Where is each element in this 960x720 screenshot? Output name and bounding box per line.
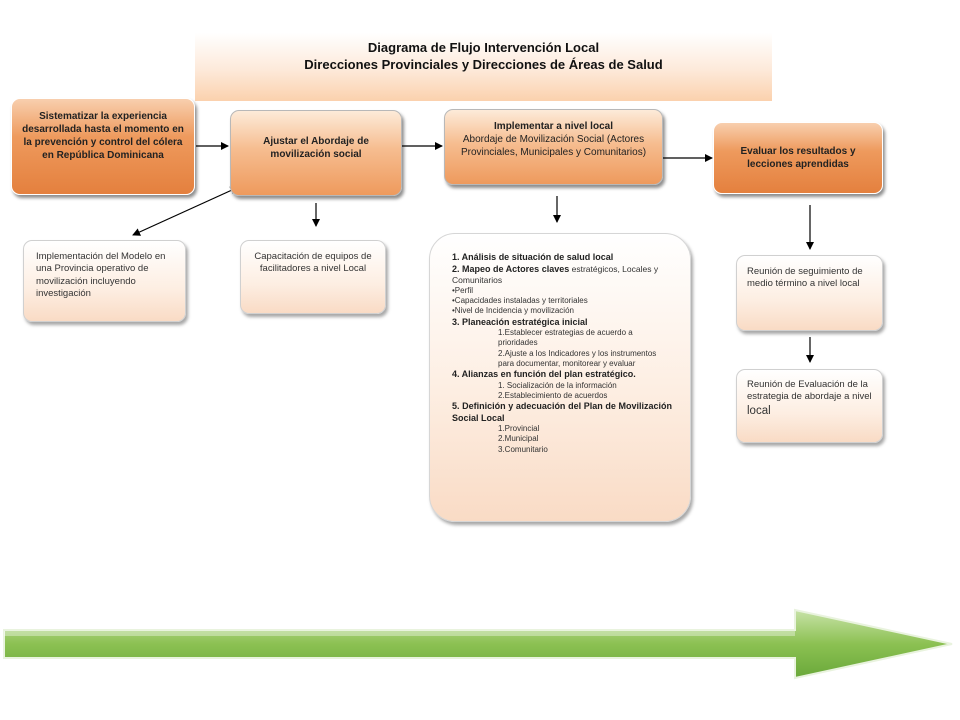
plan-item-1: 1. Análisis de situación de salud local: [452, 252, 614, 262]
plan-bullet-incidencia: •Nivel de Incidencia y movilización: [452, 306, 574, 316]
step-sistematizar-text: Sistematizar la experiencia desarrollada…: [22, 111, 184, 161]
step-ajustar-abordaje: Ajustar el Abordaje de movilización soci…: [230, 110, 402, 196]
plan-bullet-capacidades: •Capacidades instaladas y territoriales: [452, 296, 588, 306]
box-capacitacion-text: Capacitación de equipos de facilitadores…: [254, 251, 372, 275]
plan-list-box: 1. Análisis de situación de salud local …: [429, 233, 691, 522]
plan-item-2-title: 2. Mapeo de Actores claves: [452, 263, 570, 274]
plan-item-4: 4. Alianzas en función del plan estratég…: [452, 369, 636, 380]
step-implementar: Implementar a nivel local Abordaje de Mo…: [444, 109, 663, 185]
box-implementacion-modelo: Implementación del Modelo en una Provinc…: [23, 240, 186, 322]
box-reunion-seguimiento-text: Reunión de seguimiento de medio término …: [747, 266, 863, 290]
box-reunion-evaluacion-tail: local: [747, 404, 771, 417]
box-reunion-evaluacion: Reunión de Evaluación de la estrategia d…: [736, 369, 883, 443]
step-evaluar-text: Evaluar los resultados y lecciones apren…: [740, 146, 856, 170]
diagram-subtitle: Direcciones Provinciales y Direcciones d…: [304, 57, 663, 72]
progress-arrow-highlight: [4, 631, 795, 636]
diagram-title: Diagrama de Flujo Intervención Local: [367, 40, 600, 55]
box-reunion-seguimiento: Reunión de seguimiento de medio término …: [736, 255, 883, 331]
plan-item-5-1: 1.Provincial: [498, 424, 540, 434]
plan-item-3-2: 2.Ajuste a los Indicadores y los instrum…: [498, 348, 657, 368]
diagram-title-box: Diagrama de Flujo Intervención Local Dir…: [195, 33, 772, 101]
plan-item-2-rest: estratégicos, Locales y Comunitarios: [452, 263, 659, 286]
step-ajustar-abordaje-text: Ajustar el Abordaje de movilización soci…: [263, 136, 369, 160]
box-implementacion-modelo-text: Implementación del Modelo en una Provinc…: [36, 251, 166, 300]
box-reunion-evaluacion-text: Reunión de Evaluación de la estrategia d…: [747, 379, 872, 403]
plan-item-4-1: 1. Socialización de la información: [498, 380, 617, 390]
step-sistematizar: Sistematizar la experiencia desarrollada…: [11, 98, 195, 195]
plan-item-2: 2. Mapeo de Actores claves estratégicos,…: [452, 264, 672, 286]
plan-item-5: 5. Definición y adecuación del Plan de M…: [452, 401, 672, 423]
plan-item-5-2: 2.Municipal: [498, 434, 539, 444]
arrow-step2-to-implementacion: [132, 186, 239, 236]
progress-arrow: [3, 608, 953, 680]
plan-item-3-1: 1.Establecer estrategias de acuerdo a pr…: [498, 328, 633, 348]
step-implementar-text: Abordaje de Movilización Social (Actores…: [460, 134, 647, 158]
box-capacitacion: Capacitación de equipos de facilitadores…: [240, 240, 386, 314]
plan-item-5-3: 3.Comunitario: [498, 444, 548, 454]
step-implementar-title: Implementar a nivel local: [494, 121, 613, 132]
plan-item-3: 3. Planeación estratégica inicial: [452, 316, 588, 327]
plan-bullet-perfil: •Perfil: [452, 285, 474, 295]
plan-item-4-2: 2.Establecimiento de acuerdos: [498, 390, 608, 400]
step-evaluar: Evaluar los resultados y lecciones apren…: [713, 122, 883, 194]
